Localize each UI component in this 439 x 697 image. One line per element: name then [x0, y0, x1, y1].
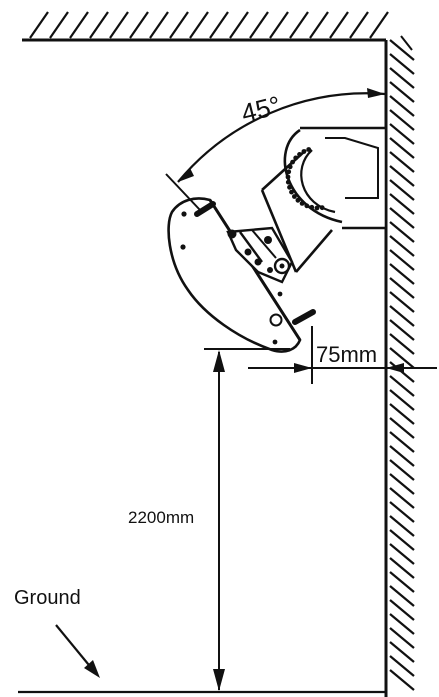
hatch-mark — [250, 12, 268, 38]
ceiling-hatching — [30, 12, 388, 38]
mounting-hole — [289, 190, 294, 195]
mounting-hole — [309, 205, 314, 210]
hatch-mark — [230, 12, 248, 38]
hatch-mark — [130, 12, 148, 38]
heater-unit — [169, 199, 313, 352]
wall-bracket — [285, 128, 386, 228]
wall-offset-label: 75mm — [316, 342, 377, 367]
ceiling — [22, 12, 388, 40]
hatch-mark — [370, 12, 388, 38]
hatch-mark — [110, 12, 128, 38]
hatch-mark — [150, 12, 168, 38]
mounting-hole — [292, 194, 297, 199]
hatch-mark — [170, 12, 188, 38]
hatch-mark — [70, 12, 88, 38]
mounting-hole — [320, 205, 325, 210]
mounting-hole — [315, 206, 320, 211]
ground-callout: Ground — [14, 587, 100, 678]
mounting-hole — [286, 180, 291, 185]
hatch-mark — [90, 12, 108, 38]
hatch-mark — [50, 12, 68, 38]
mounting-hole — [296, 198, 301, 203]
mounting-hole — [304, 203, 309, 208]
hatch-mark — [270, 12, 288, 38]
mounting-hole — [306, 147, 311, 152]
angle-label: 45° — [238, 90, 283, 129]
mounting-hole — [287, 185, 292, 190]
mounting-hole — [300, 201, 305, 206]
hatch-mark — [190, 12, 208, 38]
height-label: 2200mm — [128, 508, 194, 527]
hatch-mark — [290, 12, 308, 38]
hatch-mark — [310, 12, 328, 38]
mounting-hole — [286, 169, 291, 174]
hatch-mark — [350, 12, 368, 38]
height-dimension: 2200mm — [128, 349, 290, 691]
hatch-mark — [210, 12, 228, 38]
hatch-mark — [30, 12, 48, 38]
mounting-hole — [286, 175, 291, 180]
hatch-mark — [330, 12, 348, 38]
ground-label: Ground — [14, 587, 81, 609]
